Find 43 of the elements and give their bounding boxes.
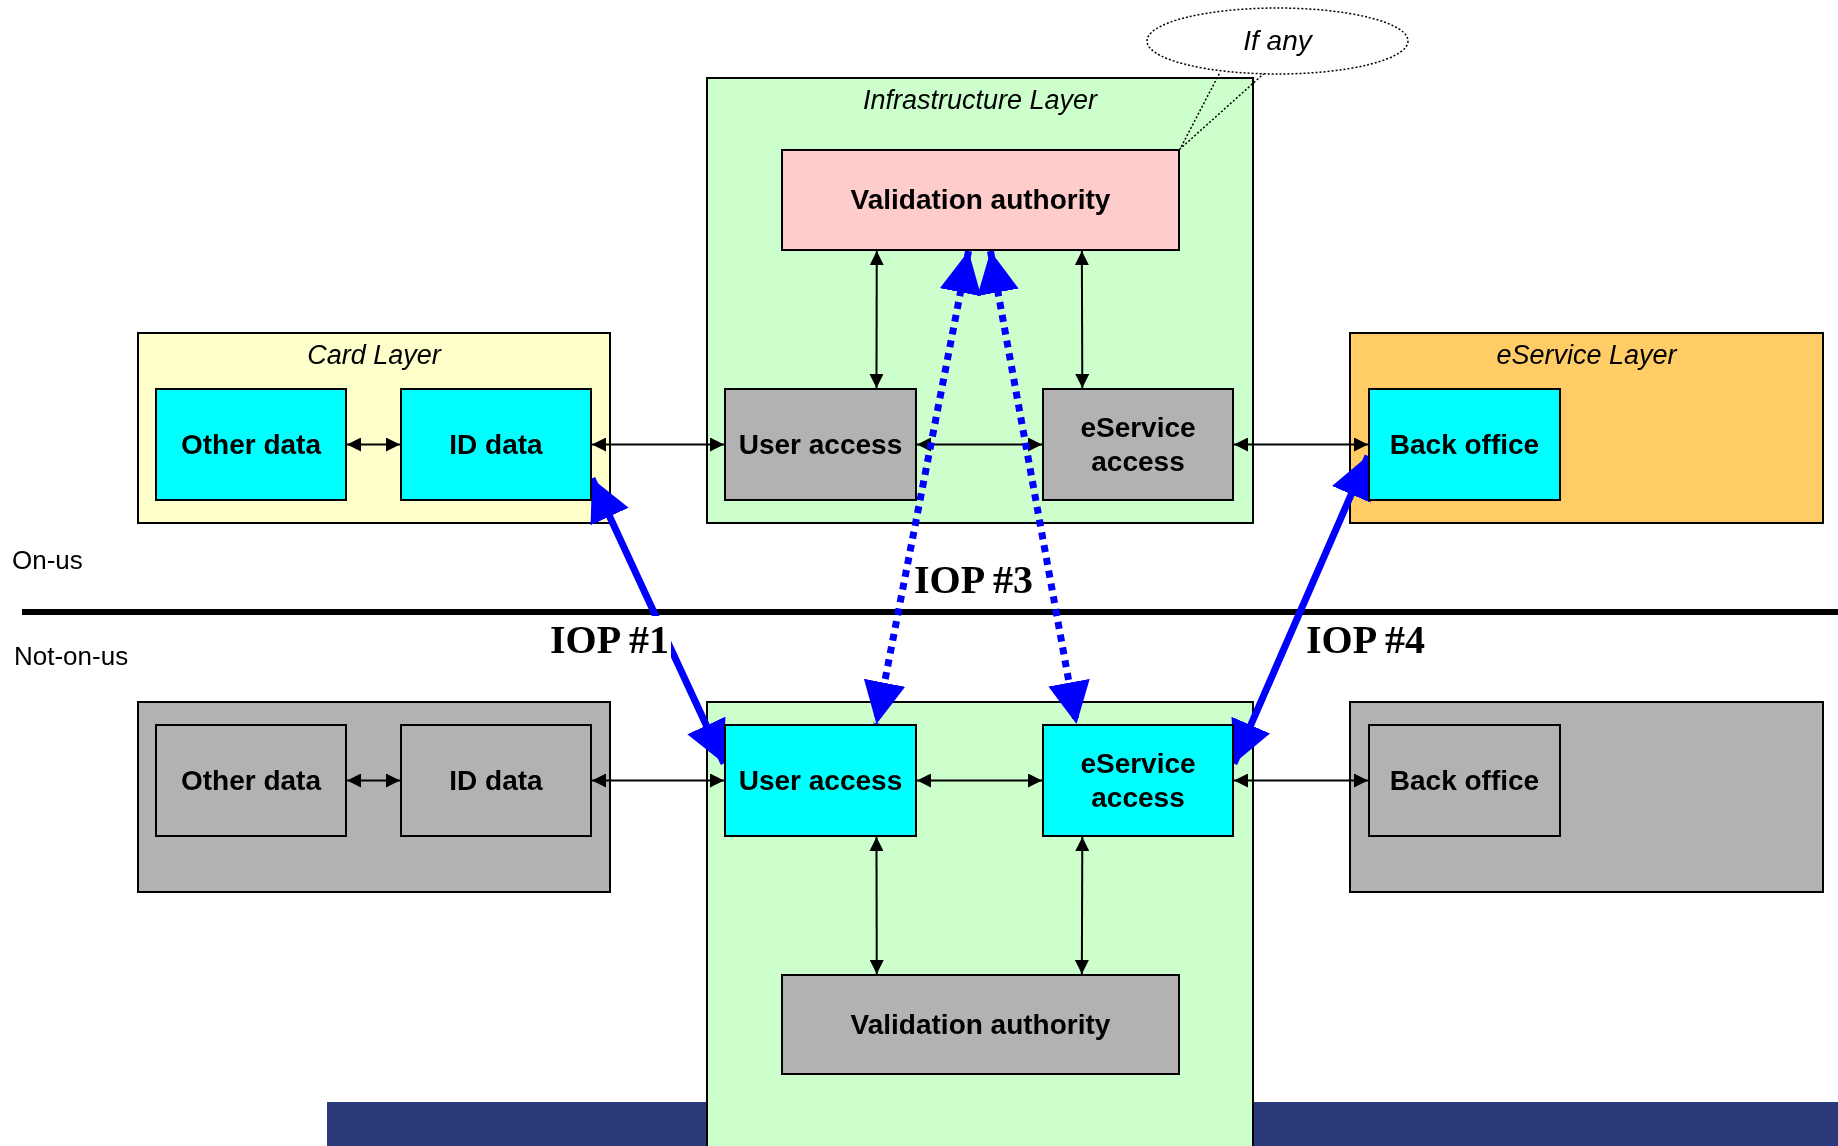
component-box: eService access [1042,724,1234,837]
interface-label: IOP #3 [914,556,1033,603]
side-label: Not-on-us [14,641,129,672]
layer-panel [1349,701,1824,893]
double-arrow [591,437,725,452]
double-arrow [869,250,884,389]
double-arrow [1233,437,1369,452]
double-arrow [1230,454,1372,765]
double-arrow [916,773,1043,788]
double-arrow [869,836,884,975]
component-box: Other data [155,724,347,837]
layer-panel [706,77,1254,524]
layer-panel [1349,332,1824,524]
component-box: User access [724,388,917,501]
layer-title: Infrastructure Layer [861,85,1099,116]
double-arrow [977,250,1090,725]
leader-line [1179,72,1265,150]
component-box: Validation authority [781,149,1180,251]
component-box: Back office [1368,724,1561,837]
double-arrow [863,250,982,725]
double-arrow [588,476,728,766]
double-arrow [916,437,1043,452]
layer-title: Card Layer [306,340,443,371]
layer-panel [137,332,611,524]
side-label: On-us [12,545,83,576]
layer-title: eService Layer [1495,340,1679,371]
layer-panel [706,701,1254,1146]
layer-panel [137,701,611,893]
double-arrow [1233,773,1369,788]
component-box: Other data [155,388,347,501]
component-box: Back office [1368,388,1561,501]
component-box: Validation authority [781,974,1180,1075]
double-arrow [346,437,401,452]
component-box: eService access [1042,388,1234,501]
component-box: ID data [400,388,592,501]
double-arrow [346,773,401,788]
double-arrow [1074,250,1090,389]
component-box: User access [724,724,917,837]
component-box: ID data [400,724,592,837]
double-arrow [1074,836,1090,975]
callout-text: If any [1243,25,1312,57]
double-arrow [591,773,725,788]
callout-bubble [1145,6,1410,76]
